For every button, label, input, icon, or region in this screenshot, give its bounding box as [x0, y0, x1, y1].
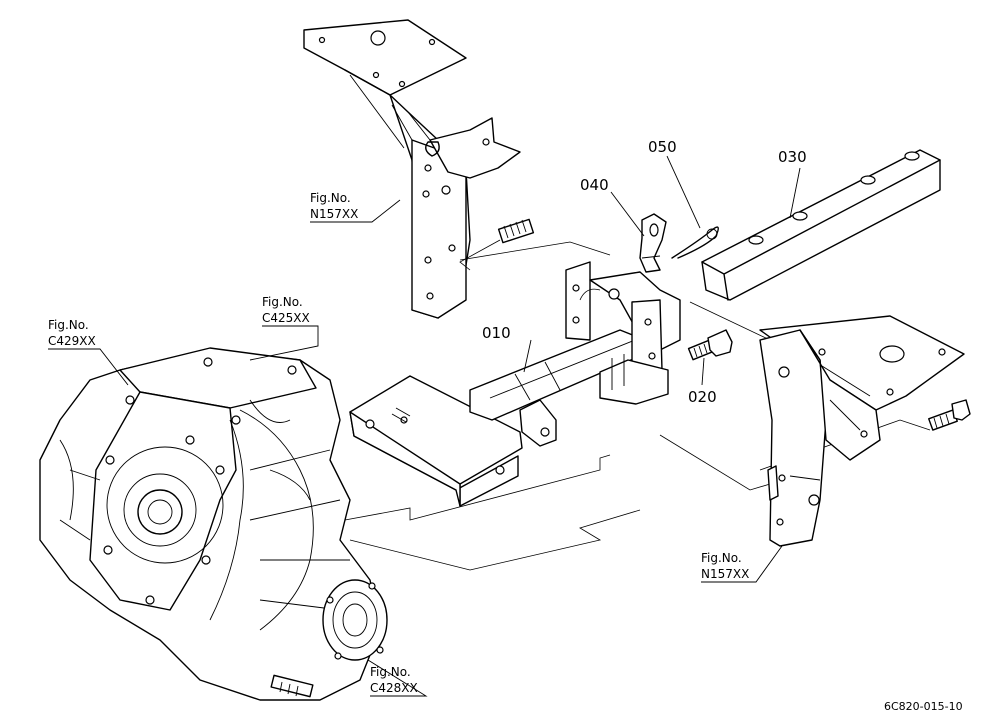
fig-ref-code: C429XX — [48, 334, 96, 348]
part-030-drawbar — [701, 149, 941, 301]
lower-frame-bracket — [759, 315, 971, 547]
fig-ref-code: N157XX — [701, 567, 749, 581]
fig-ref-code: C428XX — [370, 681, 418, 695]
drawing-id: 6C820-015-10 — [884, 700, 963, 713]
fig-ref-code: C425XX — [262, 311, 310, 325]
fig-ref-caption: Fig.No. — [48, 318, 89, 332]
fig-ref-caption: Fig.No. — [701, 551, 742, 565]
figure-references: Fig.No. N157XX Fig.No. C429XX Fig.No. C4… — [48, 191, 749, 695]
part-010-drawbar-frame — [349, 261, 681, 507]
part-050-snap-pin — [671, 226, 719, 259]
part-callouts: 010 020 030 040 050 — [482, 138, 807, 406]
leader-lines — [48, 155, 801, 697]
callout-020: 020 — [688, 388, 717, 406]
fig-ref-caption: Fig.No. — [370, 665, 411, 679]
callout-040: 040 — [580, 176, 609, 194]
transmission-case — [39, 347, 388, 701]
fig-ref-caption: Fig.No. — [310, 191, 351, 205]
part-040-pin — [639, 213, 667, 273]
upper-frame-bracket — [303, 19, 535, 319]
part-020-bolt — [687, 329, 733, 361]
callout-050: 050 — [648, 138, 677, 156]
fig-ref-caption: Fig.No. — [262, 295, 303, 309]
callout-010: 010 — [482, 324, 511, 342]
fig-ref-code: N157XX — [310, 207, 358, 221]
callout-030: 030 — [778, 148, 807, 166]
